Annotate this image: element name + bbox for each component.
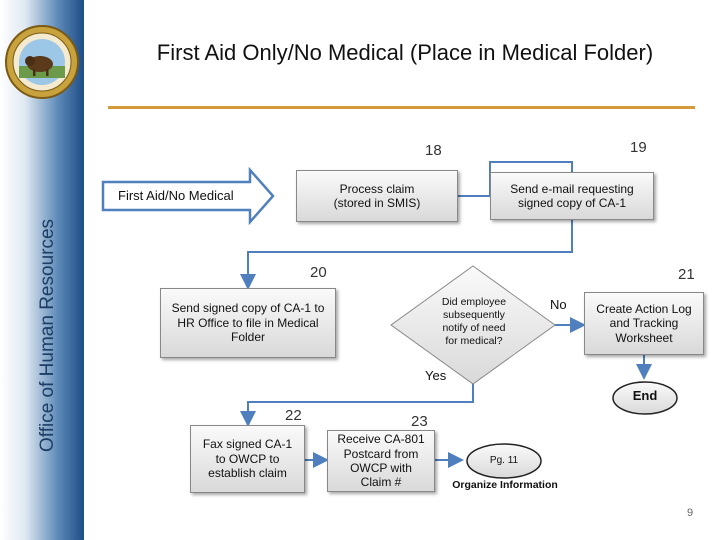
decision-yes-label: Yes — [425, 368, 447, 383]
step-number-22: 22 — [285, 407, 302, 424]
fax-ca1-box: Fax signed CA-1 to OWCP to establish cla… — [190, 425, 305, 493]
step-number-18: 18 — [425, 142, 442, 159]
page-title: First Aid Only/No Medical (Place in Medi… — [156, 40, 654, 65]
connector-19-20 — [240, 220, 573, 290]
receive-ca801-box: Receive CA-801 Postcard from OWCP with C… — [327, 430, 435, 492]
decision-no-label: No — [550, 297, 567, 312]
step-number-21: 21 — [678, 266, 695, 283]
page-reference-label: Pg. 11 — [489, 455, 519, 466]
decision-text: Did employee subsequently notify of need… — [441, 296, 507, 348]
organize-information-label: Organize Information — [452, 479, 558, 491]
department-seal-icon — [5, 25, 79, 99]
start-arrow-shape — [101, 166, 275, 226]
page-number: 9 — [686, 507, 694, 519]
end-terminator — [612, 381, 678, 415]
process-claim-box: Process claim (stored in SMIS) — [296, 170, 458, 222]
connector-18-19 — [458, 161, 573, 197]
step-number-19: 19 — [630, 139, 647, 156]
end-label: End — [632, 388, 658, 403]
action-log-box: Create Action Log and Tracking Worksheet — [584, 292, 704, 355]
start-arrow-label: First Aid/No Medical — [118, 188, 234, 203]
title-divider — [108, 106, 695, 109]
page-ref-connector — [466, 443, 542, 479]
send-email-box: Send e-mail requesting signed copy of CA… — [490, 172, 654, 220]
decision-diamond — [390, 265, 556, 385]
send-signed-copy-box: Send signed copy of CA-1 to HR Office to… — [160, 288, 336, 358]
sidebar: Office of Human Resources — [0, 0, 84, 540]
step-number-23: 23 — [411, 413, 428, 430]
step-number-20: 20 — [310, 264, 327, 281]
